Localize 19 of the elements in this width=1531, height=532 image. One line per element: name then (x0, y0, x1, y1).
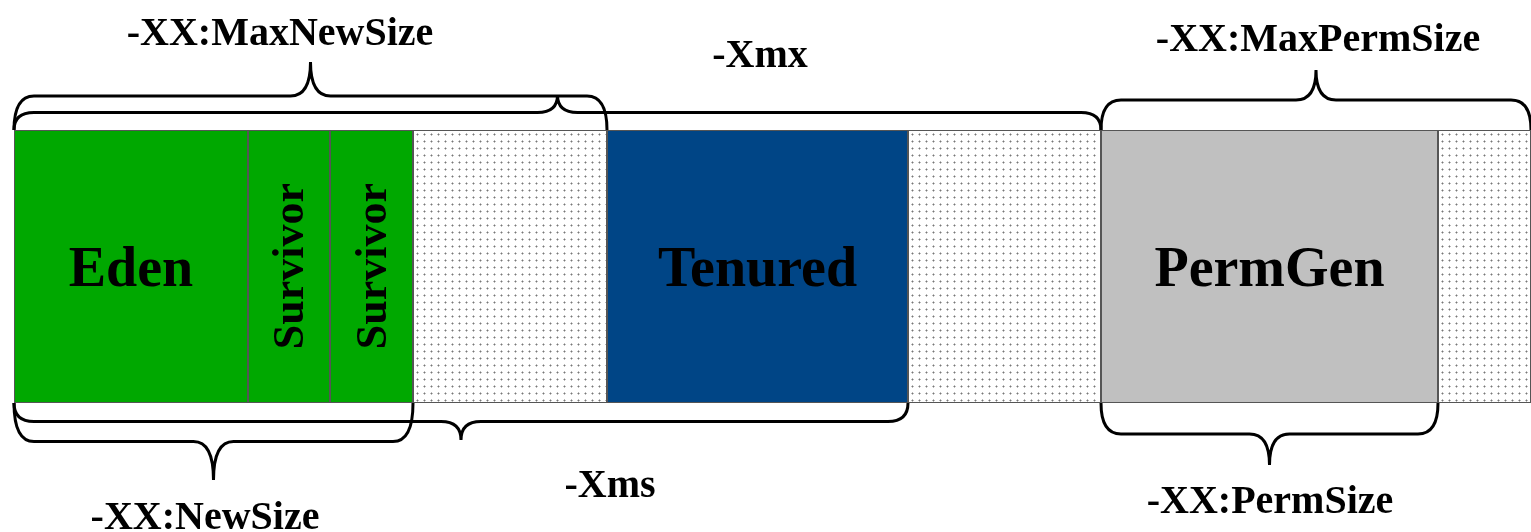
tenured-space (607, 130, 908, 403)
region-label: Tenured (657, 234, 858, 299)
size-option-label: -XX:PermSize (1146, 476, 1394, 523)
unused-space-bar (1438, 130, 1531, 403)
region-label: Survivor (349, 183, 394, 350)
survivor-space (330, 130, 413, 403)
region-label: Survivor (267, 183, 311, 350)
size-option-label: -XX:MaxNewSize (126, 8, 434, 55)
eden-space (14, 130, 248, 403)
region-label: PermGen (1154, 234, 1385, 299)
permgen-space (1101, 130, 1438, 403)
survivor-space (248, 130, 330, 403)
unused-space-bar (908, 130, 1101, 403)
size-option-label: -XX:NewSize (90, 492, 320, 532)
size-option-label: -Xms (564, 460, 656, 507)
size-option-label: -XX:MaxPermSize (1155, 14, 1481, 61)
size-option-label: -Xmx (712, 30, 808, 77)
unused-space-bar (413, 130, 607, 403)
region-label: Eden (68, 234, 194, 299)
